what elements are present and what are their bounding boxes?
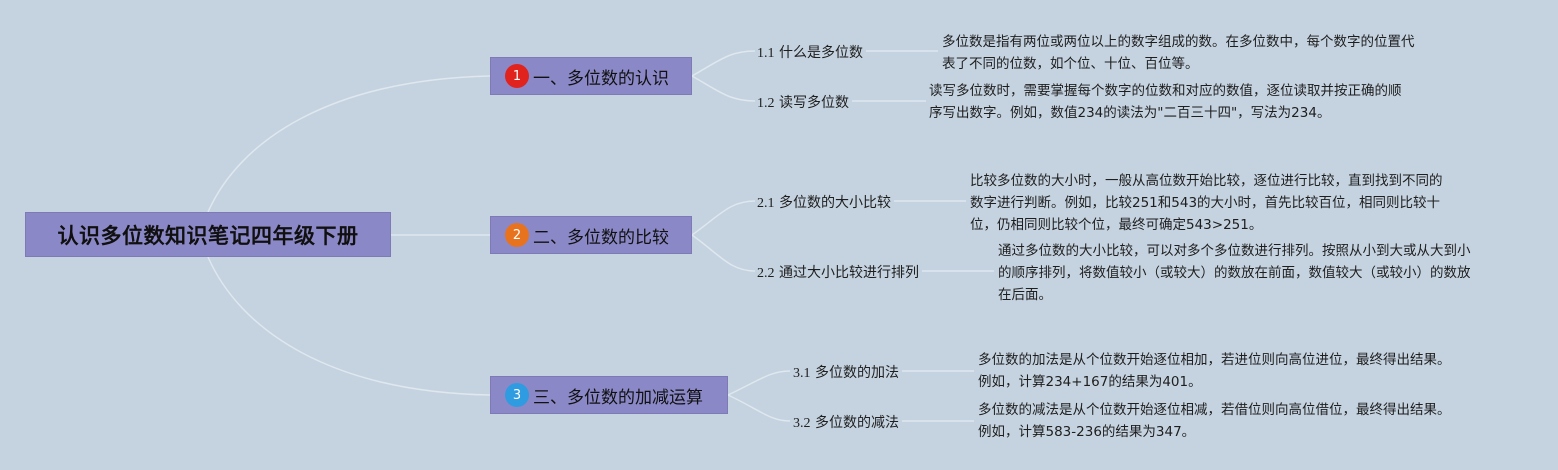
topic-1-label: 一、多位数的认识 <box>533 68 669 89</box>
link-topic3-sub2 <box>727 394 791 422</box>
desc-1-1: 多位数是指有两位或两位以上的数字组成的数。在多位数中，每个数字的位置代 表了不同… <box>942 34 1415 72</box>
link-topic1-sub2 <box>691 75 756 102</box>
subtopic-2-1[interactable]: 2.1 多位数的大小比较 <box>757 195 891 211</box>
priority-1-icon: 1 <box>505 64 529 88</box>
link-topic3-sub1 <box>727 370 791 396</box>
desc-1-2: 读写多位数时，需要掌握每个数字的位数和对应的数值，逐位读取并按正确的顺 序写出数… <box>929 83 1402 121</box>
topic-3-label: 三、多位数的加减运算 <box>533 387 703 408</box>
topic-2[interactable]: 2 二、多位数的比较 <box>490 216 692 254</box>
desc-3-2: 多位数的减法是从个位数开始逐位相减，若借位则向高位借位，最终得出结果。 例如，计… <box>978 402 1451 440</box>
subtopic-3-1[interactable]: 3.1 多位数的加法 <box>793 365 899 381</box>
topic-2-label: 二、多位数的比较 <box>533 227 669 248</box>
topic-1[interactable]: 1 一、多位数的认识 <box>490 57 692 95</box>
subtopic-1-1[interactable]: 1.1 什么是多位数 <box>757 45 863 61</box>
root-title: 认识多位数知识笔记四年级下册 <box>57 223 359 248</box>
subtopic-2-2[interactable]: 2.2 通过大小比较进行排列 <box>757 265 919 281</box>
link-root-topic1 <box>207 75 491 213</box>
link-topic2-sub1 <box>691 200 756 236</box>
link-root-topic3 <box>207 256 491 396</box>
link-topic1-sub1 <box>691 50 756 77</box>
desc-2-2: 通过多位数的大小比较，可以对多个多位数进行排列。按照从小到大或从大到小 的顺序排… <box>998 243 1471 303</box>
subtopic-1-2[interactable]: 1.2 读写多位数 <box>757 95 849 111</box>
root-topic[interactable]: 认识多位数知识笔记四年级下册 <box>25 212 391 257</box>
desc-3-1: 多位数的加法是从个位数开始逐位相加，若进位则向高位进位，最终得出结果。 例如，计… <box>978 352 1451 390</box>
desc-2-1: 比较多位数的大小时，一般从高位数开始比较，逐位进行比较，直到找到不同的 数字进行… <box>970 173 1443 233</box>
topic-3[interactable]: 3 三、多位数的加减运算 <box>490 376 728 414</box>
priority-2-icon: 2 <box>505 223 529 247</box>
subtopic-3-2[interactable]: 3.2 多位数的减法 <box>793 415 899 431</box>
link-topic2-sub2 <box>691 234 756 272</box>
priority-3-icon: 3 <box>505 383 529 407</box>
